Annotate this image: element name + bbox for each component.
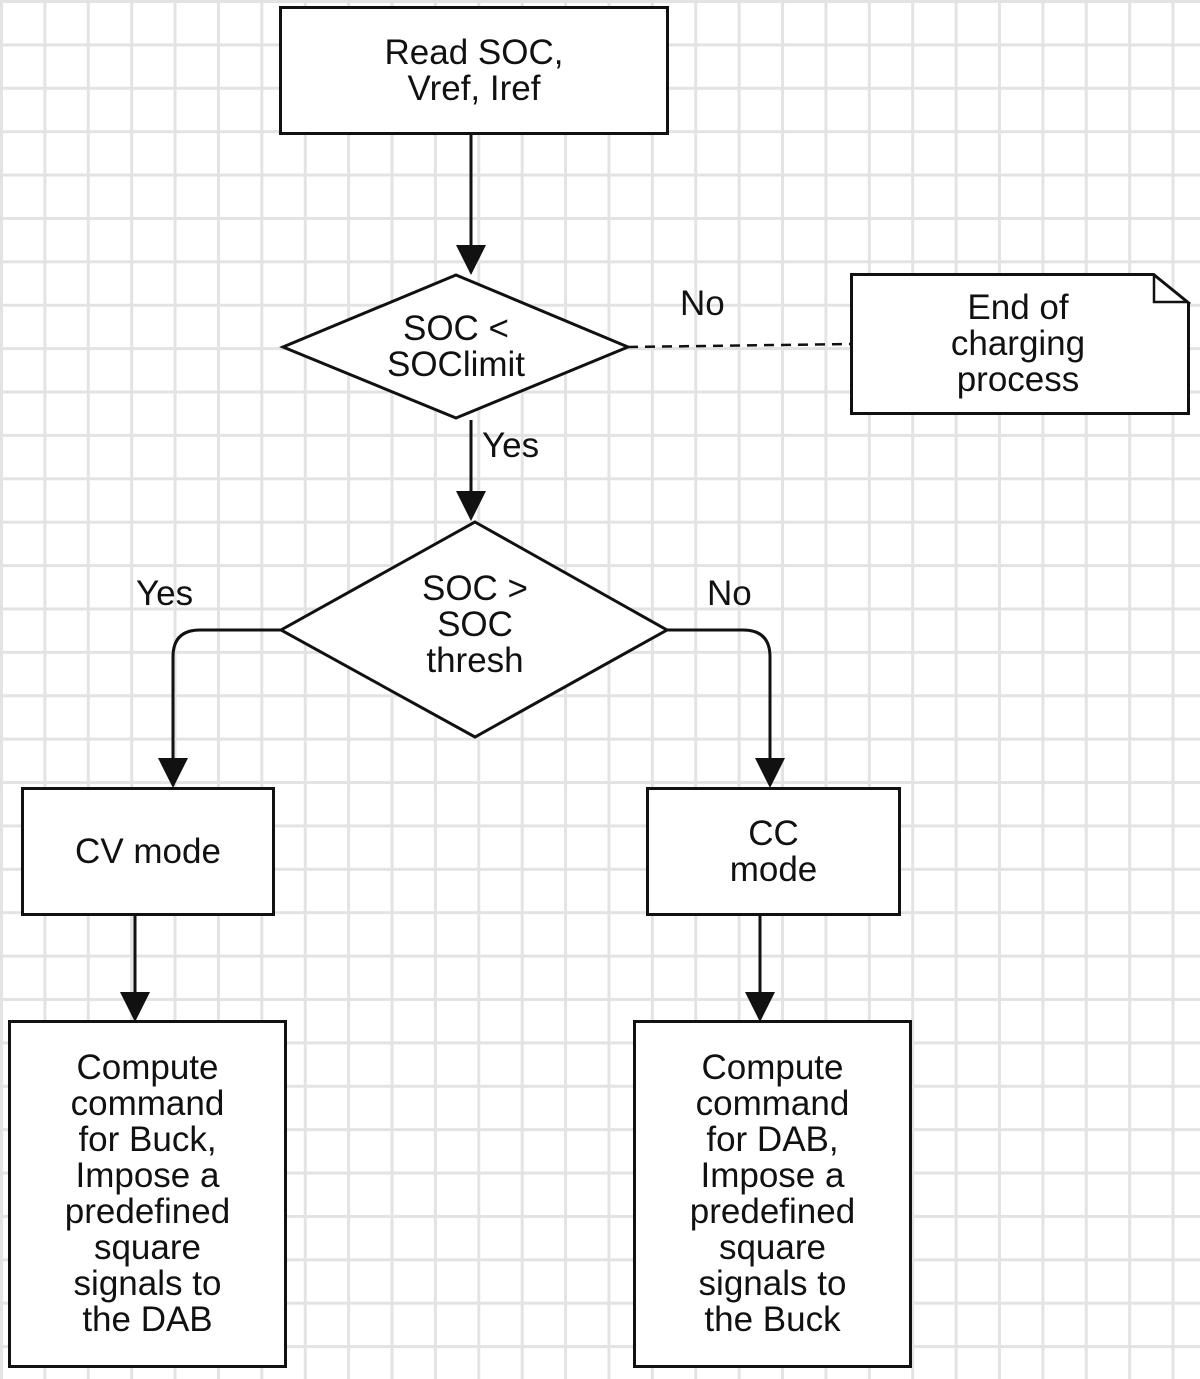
decision-soc-thresh-shape — [277, 520, 671, 739]
edge-label-yes-limit: Yes — [482, 426, 540, 465]
cc-mode-text: CC mode — [729, 813, 818, 889]
arrowhead-cv — [158, 758, 188, 788]
compute-buck-box: Compute command for Buck, Impose a prede… — [8, 1020, 287, 1368]
connector-thresh-to-cv — [171, 628, 281, 760]
edge-label-no-thresh: No — [707, 574, 752, 613]
decision-soc-limit-shape — [279, 273, 632, 420]
decision-soc-limit-text: SOC < SOClimit — [386, 309, 526, 384]
decision-soc-thresh-text: SOC > SOC thresh — [421, 569, 528, 680]
read-inputs-text: Read SOC, Vref, Iref — [384, 32, 564, 108]
compute-buck-text: Compute command for Buck, Impose a prede… — [64, 1048, 231, 1339]
end-of-charging-text: End of charging process — [950, 288, 1086, 399]
arrowhead-compute-dab — [745, 992, 775, 1022]
arrowhead-thresh — [456, 491, 486, 521]
cv-mode-box: CV mode — [21, 787, 275, 916]
edge-label-no-limit: No — [680, 284, 725, 323]
cc-mode-box: CC mode — [646, 787, 901, 916]
cv-mode-text: CV mode — [75, 831, 221, 871]
connector-limit-to-end — [627, 342, 853, 349]
decision-soc-limit: SOC < SOClimit — [340, 300, 572, 394]
arrowhead-compute-buck — [120, 992, 150, 1022]
decision-soc-thresh: SOC > SOC thresh — [365, 570, 585, 680]
compute-dab-text: Compute command for DAB, Impose a predef… — [689, 1048, 856, 1339]
compute-dab-box: Compute command for DAB, Impose a predef… — [633, 1020, 912, 1368]
read-inputs-box: Read SOC, Vref, Iref — [279, 6, 669, 135]
arrowhead-limit — [456, 245, 486, 275]
end-of-charging-note: End of charging process — [850, 273, 1190, 415]
edge-label-yes-thresh: Yes — [136, 574, 194, 613]
arrowhead-cc — [755, 758, 785, 788]
connector-thresh-to-cc — [667, 628, 772, 760]
